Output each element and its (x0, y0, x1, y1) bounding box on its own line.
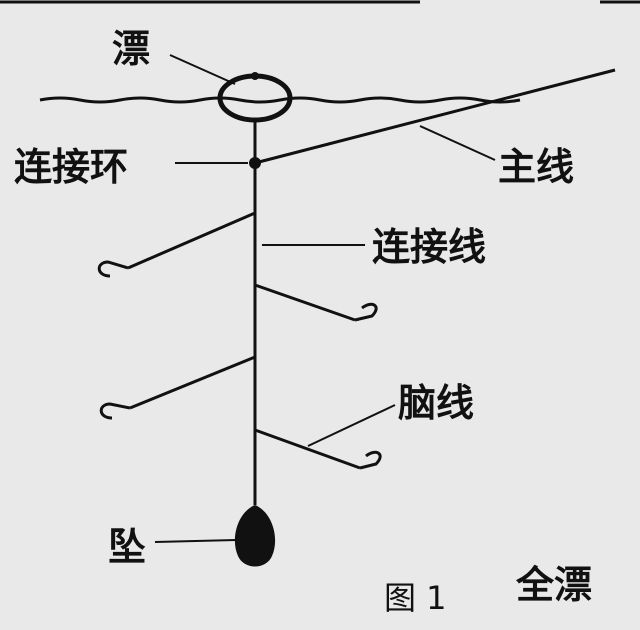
water-surface (39, 96, 521, 104)
hook-2 (354, 302, 378, 322)
branch-line-1 (127, 211, 256, 270)
hook-1 (97, 260, 129, 278)
label-main-line: 主线 (498, 145, 575, 189)
float-top-knob (251, 72, 259, 80)
leader-float (169, 54, 236, 85)
branch-line-3 (129, 355, 256, 410)
label-float: 漂 (112, 27, 151, 71)
leader-branch (307, 404, 396, 447)
leader-sinker (154, 539, 237, 543)
hook-3 (99, 402, 131, 420)
label-branch-line: 脑线 (398, 381, 475, 425)
sinker (234, 505, 276, 567)
connector-ring (249, 157, 261, 169)
main-line (254, 68, 616, 165)
label-connecting-line: 连接线 (372, 225, 487, 269)
label-sinker: 坠 (108, 525, 147, 569)
hook-4 (359, 450, 382, 470)
label-connector-ring: 连接环 (14, 145, 129, 189)
branch-line-4 (254, 428, 361, 470)
figure-title: 全漂 (516, 563, 593, 607)
branch-line-2 (254, 283, 356, 322)
leader-main (419, 125, 496, 161)
figure-number: 图 1 (384, 579, 447, 617)
